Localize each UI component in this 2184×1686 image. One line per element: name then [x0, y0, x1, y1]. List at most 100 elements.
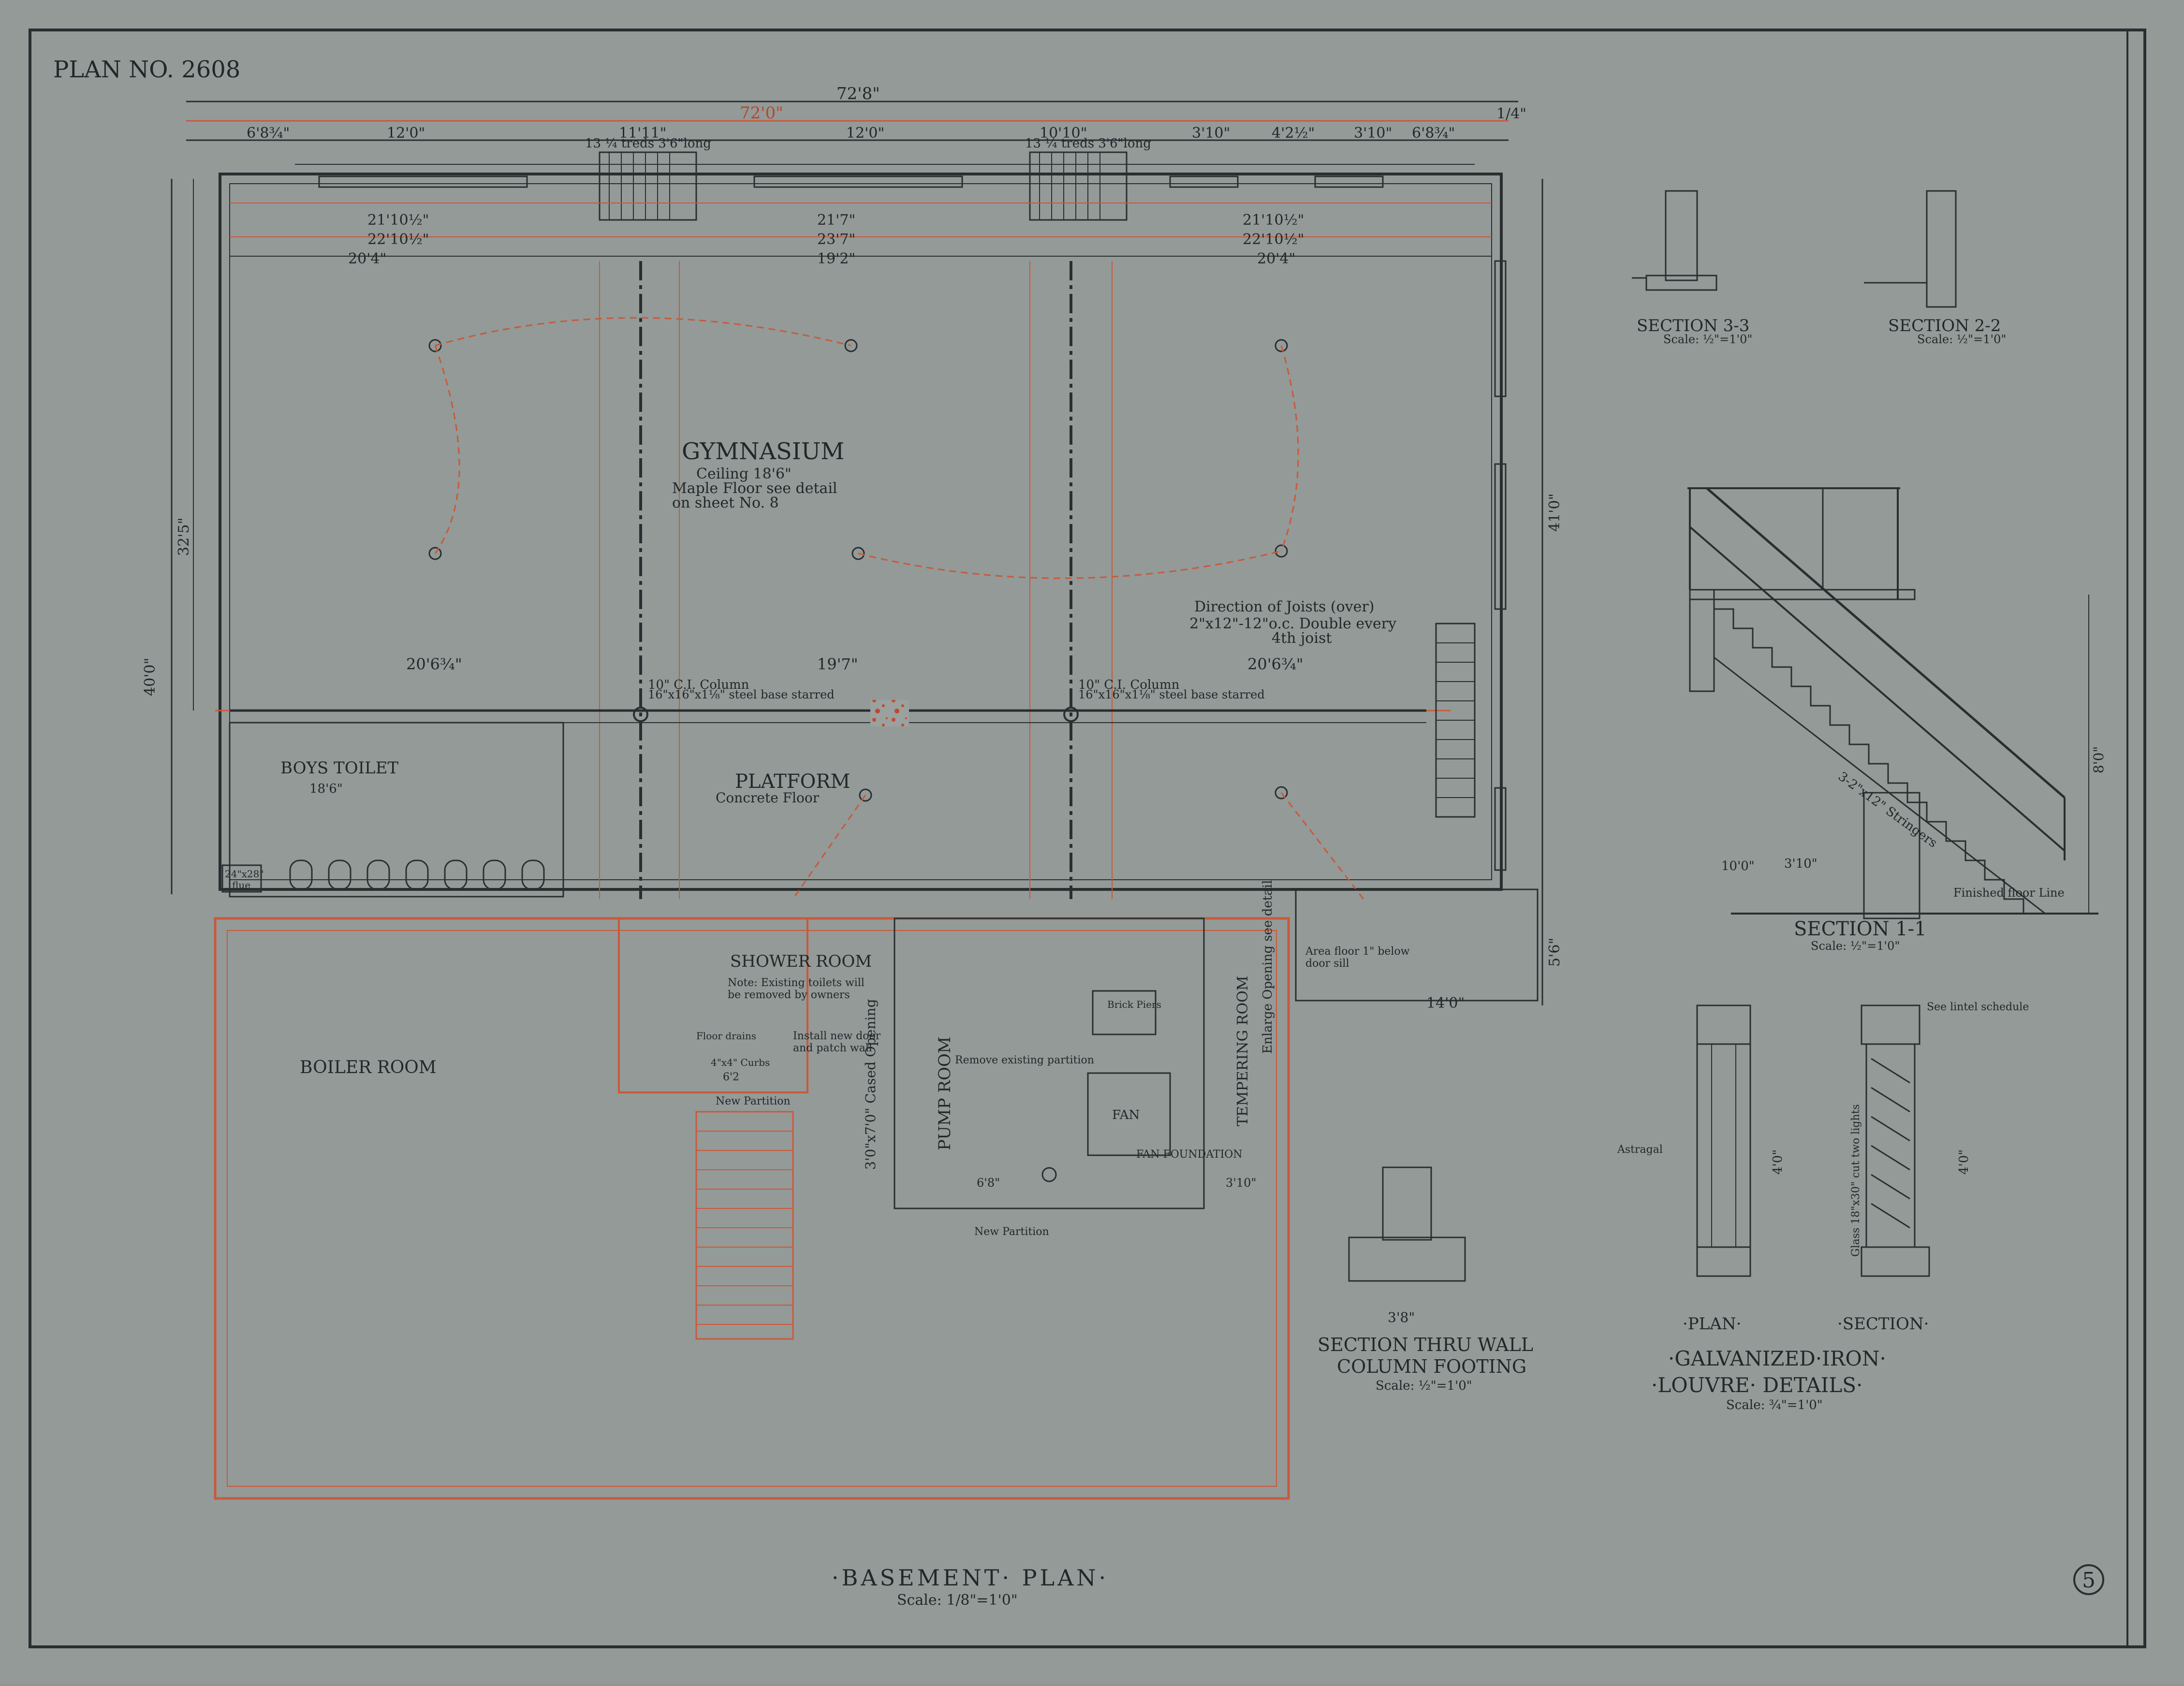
louvre-plan-height: 4'0": [1771, 1149, 1785, 1175]
dim-pump-a: 6'8": [977, 1176, 1000, 1190]
light-fixture: [428, 547, 442, 560]
flue: [221, 864, 262, 893]
toilet-fixture: [483, 859, 506, 890]
louvre-section-height: 4'0": [1957, 1149, 1971, 1175]
dim-bay-i: 6'8¾": [1412, 125, 1455, 142]
section-1-1-scale: Scale: ½"=1'0": [1811, 939, 1900, 953]
fan-label: FAN: [1112, 1108, 1140, 1122]
dim-entrance: 14'0": [1426, 995, 1465, 1012]
dim-height: 8'0": [2091, 746, 2107, 773]
shower-room-note-4: and patch wall: [793, 1042, 872, 1054]
ceiling-lights: [428, 339, 1288, 802]
shower-room-label: SHOWER ROOM: [730, 952, 872, 971]
dim-gym-c: 20'6¾": [1247, 655, 1304, 673]
ci-column-note-2: 16"x16"x1⅛" steel base starred: [648, 688, 835, 701]
landing: [1689, 589, 1916, 600]
section-1-1: 8'0" 3-2"x12" Stringers 3'10" 10'0" Fini…: [1687, 487, 2107, 953]
pump-room: [894, 917, 1205, 1209]
ci-column-note-3: 10" C.I. Column: [1078, 678, 1180, 692]
dim-landing: 10'0": [1721, 859, 1755, 873]
dim-gym-a: 20'6¾": [406, 655, 462, 673]
wiring-4: [1280, 345, 1299, 552]
dim-right-b: 5'6": [1546, 938, 1563, 967]
new-partition-note-2: New Partition: [974, 1226, 1049, 1238]
louvre-title-1: ·GALVANIZED·IRON·: [1668, 1347, 1886, 1370]
pump-symbol: [1041, 1167, 1057, 1182]
astragal-label: Astragal: [1617, 1144, 1663, 1156]
wiring-1: [435, 317, 851, 347]
section-1-1-wall: [1689, 589, 1715, 692]
section-3-3-label: SECTION 3-3: [1637, 316, 1749, 335]
areaway-stair-2: [1029, 151, 1128, 221]
east-window-3: [1494, 787, 1507, 871]
flue-size: 24"x28": [225, 868, 264, 880]
gymnasium-floor-sheet: on sheet No. 8: [672, 494, 779, 511]
fan-foundation: [1087, 1072, 1171, 1156]
curb-note: 4"x4" Curbs: [711, 1057, 770, 1068]
section-2-2-wall: [1926, 190, 1957, 308]
dim-end: 1/4": [1496, 105, 1526, 122]
louvre-title-2: ·LOUVRE· DETAILS·: [1651, 1373, 1862, 1397]
handrail-lower: [1689, 526, 2066, 852]
boys-toilet-label: BOYS TOILET: [280, 758, 398, 778]
east-window-2: [1494, 463, 1507, 610]
wiring-6: [1280, 792, 1364, 900]
wiring-5: [792, 795, 866, 900]
tempering-room-label: TEMPERING ROOM: [1234, 976, 1251, 1126]
stair-foundation: [1863, 792, 1920, 919]
gymnasium-ceiling: Ceiling 18'6": [696, 465, 792, 482]
finished-floor-note: Finished floor Line: [1953, 886, 2065, 900]
joists-spec: 2"x12"-12"o.c. Double every: [1189, 615, 1396, 632]
louvre-details: Astragal 4'0" See lintel schedule Glass …: [1617, 1001, 2029, 1412]
section-3-3-footing: [1645, 275, 1717, 291]
treads-note-2: 13 ¼ treds 3'6"long: [1025, 136, 1151, 151]
basement-plan: 72'8" 72'0" 1/4" 6'8¾" 12'0" 11'11" 12'0…: [142, 84, 1563, 1609]
louvre-plan-sill: [1696, 1246, 1751, 1277]
pump-room-label: PUMP ROOM: [935, 1036, 954, 1150]
toilet-fixture: [328, 859, 352, 890]
dim-bay-b: 12'0": [387, 125, 425, 142]
section-2-2: SECTION 2-2 Scale: ½"=1'0": [1864, 190, 2006, 346]
toilet-fixture: [289, 859, 313, 890]
louvre-section-sill: [1861, 1246, 1930, 1277]
shower-room-note-1: Note: Existing toilets will: [728, 977, 865, 989]
boys-toilet-room: [229, 722, 564, 898]
louvre-section-label: ·SECTION·: [1837, 1314, 1929, 1334]
shower-room-note-2: be removed by owners: [728, 989, 850, 1001]
light-fixture: [1275, 339, 1288, 352]
footing-scale: Scale: ½"=1'0": [1376, 1379, 1472, 1393]
light-fixture: [1275, 544, 1288, 558]
basement-window-3: [1169, 175, 1239, 188]
gymnasium-floor-note: Maple Floor see detail: [672, 480, 837, 497]
dim-bay-c: 11'11": [619, 125, 666, 142]
toilet-fixture: [405, 859, 429, 890]
floor-drains-note: Floor drains: [696, 1030, 756, 1042]
stringer-line: [1714, 656, 2046, 915]
toilet-fixture: [444, 859, 468, 890]
basement-window-2: [753, 175, 963, 188]
toilet-fixture: [521, 859, 545, 890]
light-fixture: [859, 788, 872, 802]
section-3-3-wall: [1665, 190, 1698, 281]
areaway-stair-1: [599, 151, 697, 221]
dim-right-a: 41'0": [1546, 494, 1563, 532]
dim-left-overall: 40'0": [142, 658, 159, 696]
door-sill-note: door sill: [1305, 958, 1349, 970]
area-floor-note: Area floor 1" below: [1305, 945, 1410, 958]
brick-piers-label: Brick Piers: [1107, 999, 1161, 1010]
toilet-fixture: [366, 859, 390, 890]
light-fixture: [844, 339, 858, 352]
basement-plan-scale: Scale: 1/8"=1'0": [897, 1592, 1018, 1609]
boiler-stair: [695, 1111, 794, 1340]
dim-overall-inner: 72'0": [740, 103, 783, 123]
dim-gym-b: 19'7": [817, 655, 858, 673]
curb-dim: 6'2: [723, 1071, 739, 1083]
dim-pump-b: 3'10": [1226, 1176, 1256, 1190]
joists-note: 4th joist: [1272, 630, 1332, 647]
toilet-fixtures: [289, 859, 545, 890]
dim-overall-outer: 72'8": [836, 84, 880, 103]
new-partition-note: New Partition: [716, 1095, 791, 1107]
footing-label-1: SECTION THRU WALL: [1318, 1334, 1533, 1355]
louvre-scale: Scale: ¾"=1'0": [1726, 1398, 1823, 1412]
